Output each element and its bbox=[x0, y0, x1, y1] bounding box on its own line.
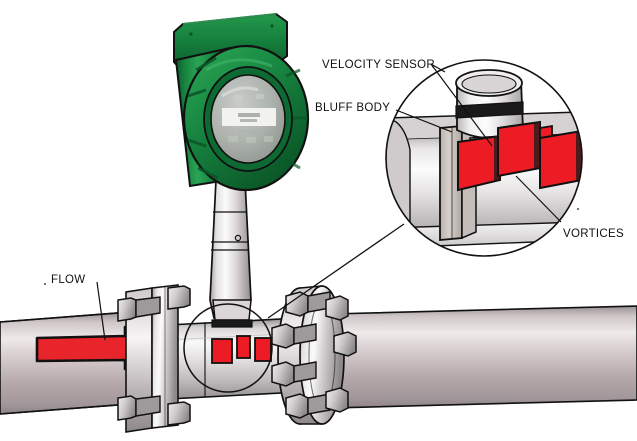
leader-bluff-body bbox=[395, 109, 453, 133]
flange-bolt bbox=[117, 395, 161, 421]
flange-bolt bbox=[117, 296, 161, 322]
flange-bolt bbox=[333, 331, 357, 357]
flange-bolt bbox=[325, 295, 349, 321]
leader-vortices bbox=[515, 175, 562, 223]
label-bluff-body: BLUFF BODY bbox=[315, 102, 391, 114]
downstream-pipe bbox=[329, 305, 637, 409]
upstream-pipe bbox=[0, 311, 132, 415]
flange-bolt bbox=[167, 285, 191, 310]
flange-bolt bbox=[167, 401, 191, 426]
leader-velocity-sensor-tick bbox=[430, 63, 446, 73]
detail-callout-large bbox=[385, 59, 583, 257]
detail-leader-line bbox=[267, 223, 405, 319]
transmitter-housing bbox=[173, 12, 310, 192]
detail-callout-small bbox=[183, 303, 273, 393]
left-flange bbox=[117, 284, 191, 433]
label-flow: FLOW bbox=[51, 274, 86, 286]
flange-bolt bbox=[285, 393, 331, 419]
label-velocity-sensor: VELOCITY SENSOR bbox=[322, 59, 435, 71]
vortices-on-body bbox=[211, 335, 272, 364]
leader-velocity-sensor bbox=[430, 63, 493, 147]
flange-bolt bbox=[325, 387, 349, 413]
flange-bolt bbox=[271, 323, 317, 349]
label-vortices: VORTICES bbox=[563, 228, 624, 240]
flange-bolt bbox=[271, 361, 317, 387]
display-window bbox=[210, 74, 286, 164]
leader-flow bbox=[96, 281, 106, 341]
right-flange bbox=[271, 285, 357, 425]
